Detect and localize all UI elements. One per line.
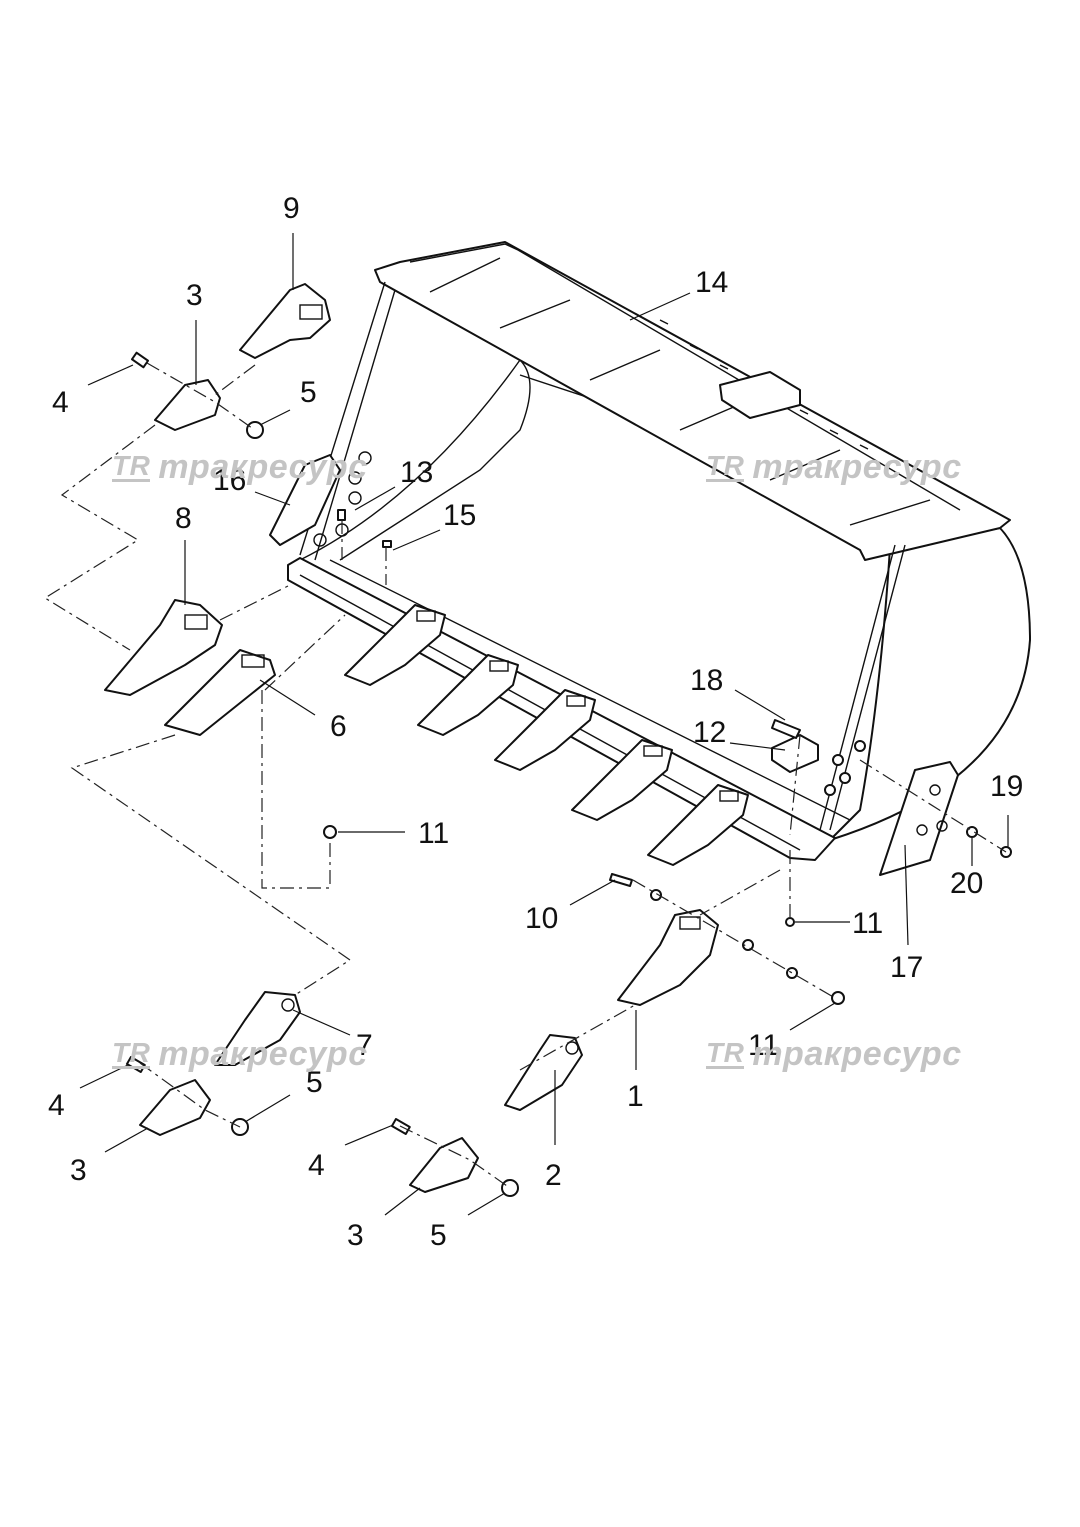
callout-5: 5 [300,376,317,409]
adapters-on-lip [344,604,749,866]
watermark-text: тракресурс [158,1035,368,1073]
tooth-group-1 [390,909,719,1197]
leader-lines [79,233,1009,1216]
callout-3: 3 [186,279,203,312]
callout-8: 8 [175,502,192,535]
callout-12: 12 [693,716,726,749]
callout-13: 13 [400,456,433,489]
tooth-group-top [130,283,331,439]
watermark-brand-icon: TR [706,450,745,482]
watermark-text: тракресурс [752,1035,962,1073]
watermark-text: тракресурс [752,448,962,486]
watermark-logo: TR тракресурс [112,448,368,487]
watermark-brand-icon: TR [706,1037,745,1069]
callout-6: 6 [330,710,347,743]
callout-16: 16 [213,464,246,497]
side-plate-right [879,761,959,876]
callout-labels: 9 3 14 4 5 13 16 15 8 6 18 12 19 11 20 1… [48,192,1023,1252]
callout-5: 5 [430,1219,447,1252]
callout-10: 10 [525,902,558,935]
callout-2: 2 [545,1159,562,1192]
callout-11: 11 [852,907,883,940]
callout-9: 9 [283,192,300,225]
callout-20: 20 [950,867,983,900]
bucket-body [299,241,1031,841]
watermark-brand-icon: TR [112,1037,151,1069]
callout-19: 19 [990,770,1023,803]
tooth-group-6 [164,649,276,736]
callout-3: 3 [347,1219,364,1252]
watermark-logo: TR тракресурс [706,1035,962,1074]
assembly-lines [43,362,1007,1189]
callout-18: 18 [690,664,723,697]
callout-4: 4 [48,1089,65,1122]
watermark-brand-icon: TR [112,450,151,482]
callout-1: 1 [627,1080,644,1113]
watermark-logo: TR тракресурс [112,1035,368,1074]
callout-5: 5 [306,1066,323,1099]
watermark-logo: TR тракресурс [706,448,962,487]
callout-14: 14 [695,266,728,299]
callout-4: 4 [308,1149,325,1182]
fasteners [323,509,1012,1005]
tooth-group-8 [104,599,223,696]
bracket-12 [771,734,819,773]
callout-17: 17 [890,951,923,984]
callout-15: 15 [443,499,476,532]
callout-11: 11 [748,1029,779,1062]
callout-4: 4 [52,386,69,419]
watermark-text: тракресурс [158,448,368,486]
callout-3: 3 [70,1154,87,1187]
callout-11: 11 [418,817,449,850]
callout-7: 7 [356,1029,373,1062]
side-plate-left [269,454,341,546]
